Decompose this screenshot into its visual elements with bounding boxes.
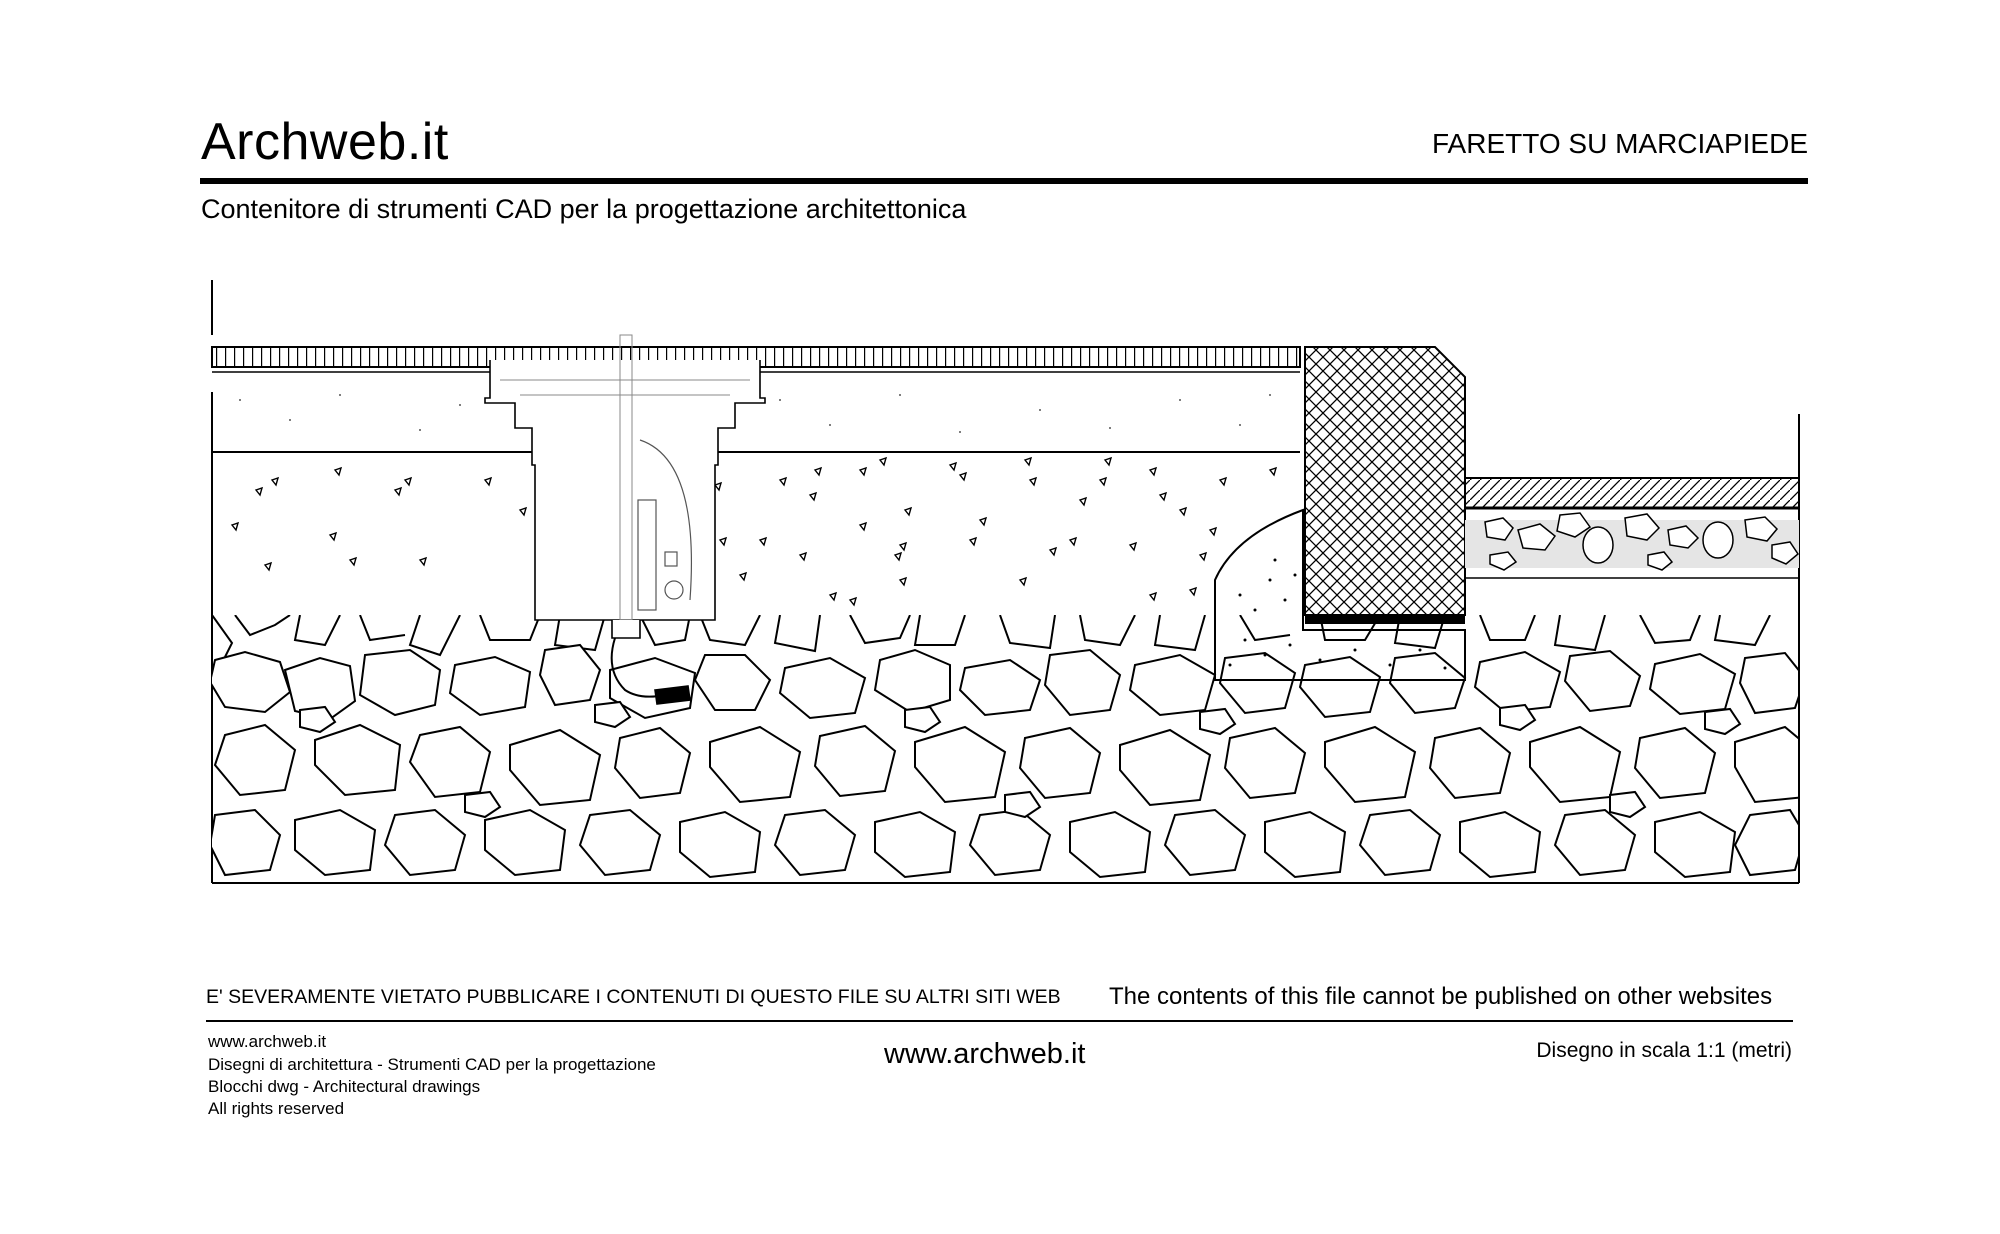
- header-divider: [200, 178, 1808, 184]
- scale-note: Disegno in scala 1:1 (metri): [1536, 1039, 1792, 1062]
- subtitle: Contenitore di strumenti CAD per la prog…: [201, 194, 967, 224]
- footer-divider: [206, 1020, 1793, 1022]
- footer-website-url: www.archweb.it: [884, 1038, 1086, 1070]
- screed-layer: [212, 394, 1300, 453]
- copyright-warning-english: The contents of this file cannot be publ…: [1109, 983, 1773, 1010]
- curb-stone: [1214, 346, 1466, 681]
- road-gravel: [1465, 512, 1799, 571]
- copyright-warning-italian: E' SEVERAMENTE VIETATO PUBBLICARE I CONT…: [206, 986, 1061, 1008]
- footer-info-line: Blocchi dwg - Architectural drawings: [208, 1077, 481, 1096]
- footer-info-line: Disegni di architettura - Strumenti CAD …: [208, 1055, 656, 1074]
- road-surface: [1464, 477, 1800, 510]
- concrete-bedding: [230, 456, 1278, 607]
- sheet-title: FARETTO SU MARCIAPIEDE: [1432, 128, 1808, 159]
- stone-subgrade: [212, 615, 1799, 879]
- recessed-spotlight: [484, 334, 766, 705]
- footer-info-line: www.archweb.it: [208, 1032, 327, 1051]
- brand-logo: Archweb.it: [201, 113, 449, 171]
- footer-info-line: All rights reserved: [208, 1099, 345, 1118]
